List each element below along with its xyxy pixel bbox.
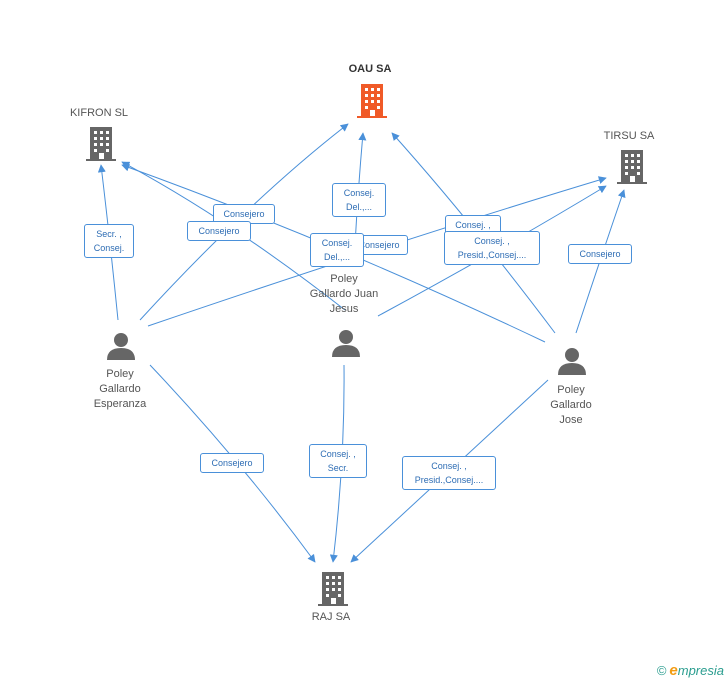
person-icon[interactable]	[558, 348, 586, 375]
edge-label-consejero[interactable]: Consejero	[200, 453, 264, 473]
brand-initial: e	[669, 662, 678, 679]
person-label-jose[interactable]: Poley Gallardo Jose	[550, 384, 592, 426]
company-label-raj[interactable]: RAJ SA	[311, 611, 351, 623]
edge-label-consej-presid[interactable]: Consej. , Presid.,Consej....	[402, 456, 496, 490]
edge-label-consej-del[interactable]: Consej. Del.,...	[310, 233, 364, 267]
edge-label-secr-consej[interactable]: Secr. , Consej.	[84, 224, 134, 258]
person-label-juan[interactable]: Poley Gallardo Juan Jesus	[309, 273, 379, 315]
person-icon[interactable]	[107, 333, 135, 360]
person-label-esperanza[interactable]: Poley Gallardo Esperanza	[93, 368, 147, 410]
edge-label-consej-secr[interactable]: Consej. , Secr.	[309, 444, 367, 478]
brand-name: mpresia	[677, 663, 724, 678]
edge-label-consejero[interactable]: Consejero	[568, 244, 632, 264]
edge-label-consej[interactable]: Consej. ,	[445, 215, 501, 235]
company-label-oau[interactable]: OAU SA	[348, 63, 392, 75]
edge-label-consejero[interactable]: Consejero	[187, 221, 251, 241]
copyright-symbol: ©	[656, 663, 667, 678]
building-icon[interactable]	[86, 127, 116, 161]
edge-label-consej-del[interactable]: Consej. Del.,...	[332, 183, 386, 217]
person-icon[interactable]	[332, 330, 360, 357]
edge-label-consej-presid[interactable]: Consej. , Presid.,Consej....	[444, 231, 540, 265]
empresia-logo[interactable]: ©empresia	[657, 662, 724, 679]
company-label-kifron[interactable]: KIFRON SL	[69, 107, 129, 119]
building-icon[interactable]	[318, 572, 348, 606]
building-icon[interactable]	[357, 84, 387, 118]
building-icon[interactable]	[617, 150, 647, 184]
company-label-tirsu[interactable]: TIRSU SA	[603, 130, 655, 142]
